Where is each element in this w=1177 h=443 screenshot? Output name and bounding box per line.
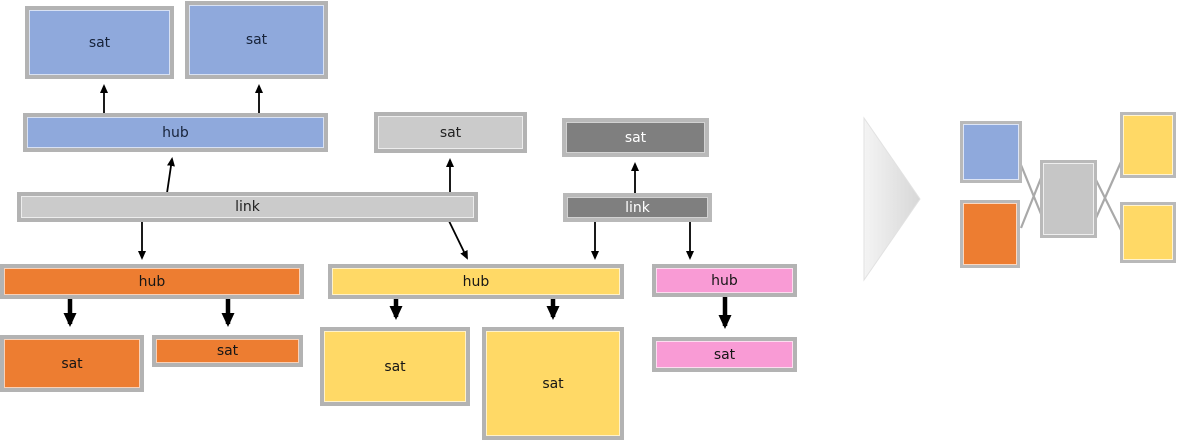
node-label: sat	[439, 124, 462, 141]
mini-edge-center-yellowbottom	[1095, 179, 1122, 231]
node-orange-sat-1: sat	[0, 335, 144, 392]
mini-node-blue	[960, 121, 1022, 183]
node-blue-hub: hub	[23, 113, 328, 152]
mini-node-yellow-bottom	[1120, 202, 1176, 263]
node-label: sat	[624, 129, 647, 146]
node-label: sat	[61, 355, 83, 372]
mini-edge-orange-center	[1019, 177, 1043, 229]
node-label: link	[625, 199, 650, 216]
node-label: hub	[138, 273, 166, 290]
node-yellow-sat-1: sat	[320, 327, 470, 406]
node-dark-sat: sat	[562, 118, 709, 157]
node-label: sat	[384, 358, 406, 375]
node-label: sat	[245, 32, 268, 48]
node-dark-link: link	[563, 193, 712, 222]
node-label: hub	[711, 272, 738, 289]
transform-arrow-icon	[863, 116, 921, 282]
node-label: sat	[216, 343, 239, 359]
node-label: sat	[88, 34, 111, 51]
mini-node-orange	[960, 200, 1020, 268]
node-label: link	[235, 199, 260, 215]
node-blue-sat-2: sat	[185, 1, 328, 79]
node-yellow-hub: hub	[328, 264, 624, 299]
node-label: hub	[462, 273, 490, 290]
node-pink-sat: sat	[652, 337, 797, 372]
node-label: sat	[542, 375, 564, 392]
node-pink-hub: hub	[652, 264, 797, 297]
mini-node-yellow-top	[1120, 112, 1176, 178]
mini-node-gray-link	[1040, 160, 1097, 238]
node-gray-sat: sat	[374, 112, 527, 153]
node-gray-link: link	[17, 192, 478, 222]
node-orange-sat-2: sat	[152, 335, 303, 367]
edge-graylink-bluehub	[166, 157, 175, 194]
node-orange-hub: hub	[0, 264, 304, 299]
node-yellow-sat-2: sat	[482, 327, 624, 440]
node-label: sat	[713, 346, 736, 363]
node-blue-sat-1: sat	[25, 6, 174, 79]
mini-edge-blue-center	[1019, 164, 1043, 215]
mini-edge-center-yellowtop	[1094, 161, 1123, 219]
node-label: hub	[162, 124, 189, 141]
edge-graylink-yellowhub	[448, 220, 468, 260]
